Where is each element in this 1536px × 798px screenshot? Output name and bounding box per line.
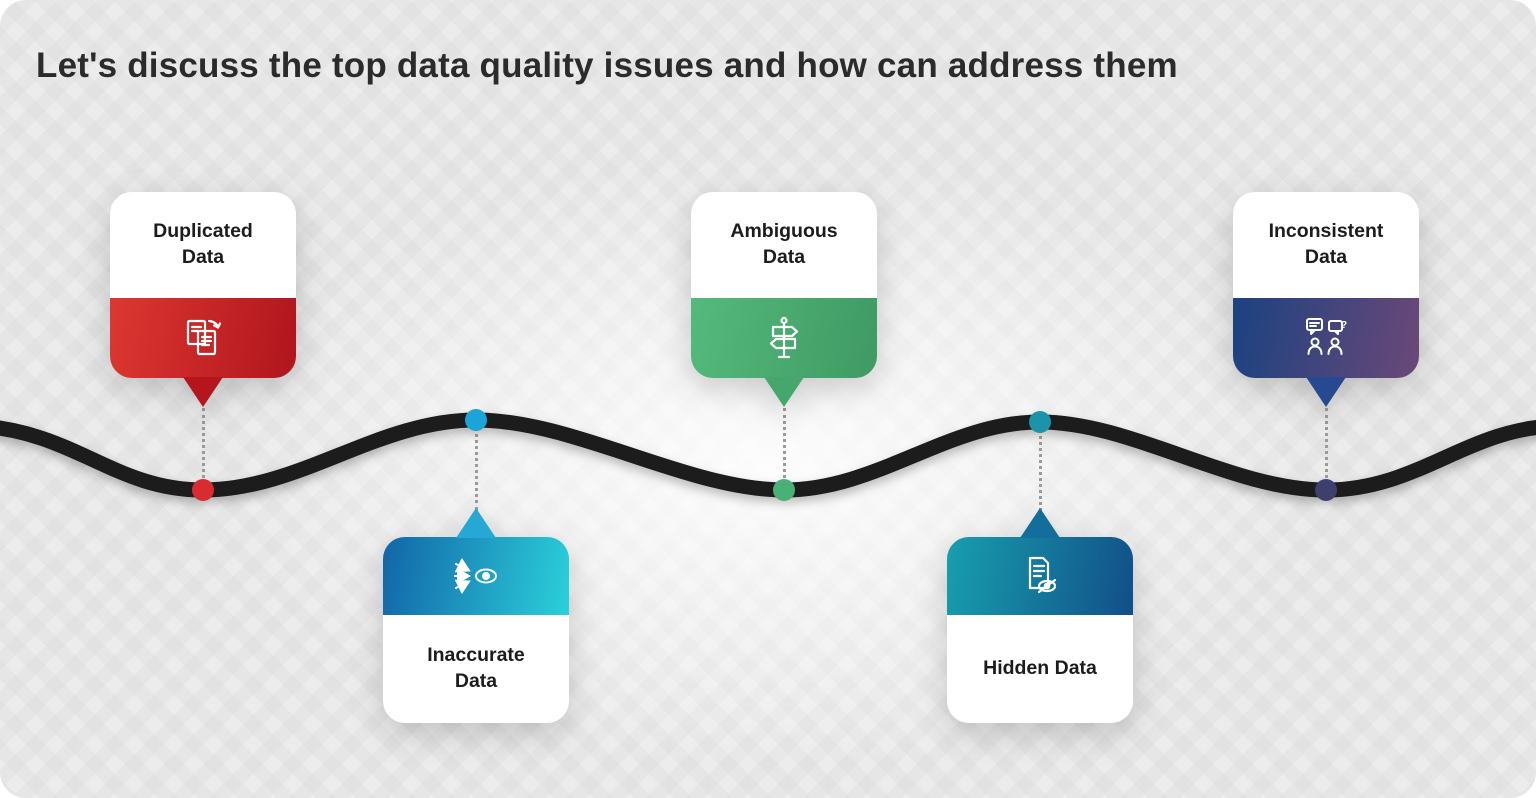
card-title-ambiguous-data: Ambiguous Data <box>691 192 877 298</box>
card-pointer-inconsistent <box>1306 377 1346 407</box>
timeline-dot-inaccurate-data <box>465 409 487 431</box>
card-ambiguous-data: Ambiguous Data <box>691 192 877 407</box>
card-title-hidden-data: Hidden Data <box>947 615 1133 723</box>
people-question-icon: ? <box>1306 318 1347 355</box>
card-label: Inconsistent Data <box>1268 220 1384 268</box>
card-title-duplicated-data: Duplicated Data <box>110 192 296 298</box>
card-hidden-data: Hidden Data <box>947 508 1133 723</box>
card-icon-panel-inconsistent: ? <box>1233 298 1419 378</box>
card-label: Inaccurate Data <box>427 644 525 692</box>
timeline-line <box>0 412 1536 498</box>
timeline-dot-duplicated-data <box>192 479 214 501</box>
connector-inaccurate-data <box>475 421 478 511</box>
card-icon-panel-ambiguous <box>691 298 877 378</box>
card-title-inaccurate-data: Inaccurate Data <box>383 615 569 723</box>
card-label: Hidden Data <box>983 657 1097 680</box>
duplicated-documents-icon <box>186 319 222 356</box>
scatter-arrows-eye-icon <box>454 557 497 595</box>
document-eye-icon <box>1028 556 1057 594</box>
connector-inconsistent-data <box>1325 408 1328 490</box>
card-inaccurate-data: Inaccurate Data <box>383 508 569 723</box>
card-pointer-inaccurate <box>456 508 496 538</box>
timeline-dot-hidden-data <box>1029 411 1051 433</box>
card-duplicated-data: Duplicated Data <box>110 192 296 407</box>
timeline-dot-inconsistent-data <box>1315 479 1337 501</box>
signpost-icon <box>769 316 799 359</box>
connector-hidden-data <box>1039 424 1042 511</box>
card-label: Ambiguous Data <box>730 220 838 268</box>
card-title-inconsistent-data: Inconsistent Data <box>1233 192 1419 298</box>
card-pointer-ambiguous <box>764 377 804 407</box>
connector-ambiguous-data <box>783 408 786 490</box>
page-title: Let's discuss the top data quality issue… <box>36 46 1178 85</box>
card-icon-panel-hidden <box>947 537 1133 615</box>
timeline-dot-ambiguous-data <box>773 479 795 501</box>
svg-text:?: ? <box>1341 320 1347 331</box>
card-icon-panel-duplicated <box>110 298 296 378</box>
card-inconsistent-data: Inconsistent Data ? <box>1233 192 1419 407</box>
card-label: Duplicated Data <box>153 220 253 268</box>
card-icon-panel-inaccurate <box>383 537 569 615</box>
card-pointer-hidden <box>1020 508 1060 538</box>
card-pointer-duplicated <box>183 377 223 407</box>
connector-duplicated-data <box>202 408 205 490</box>
